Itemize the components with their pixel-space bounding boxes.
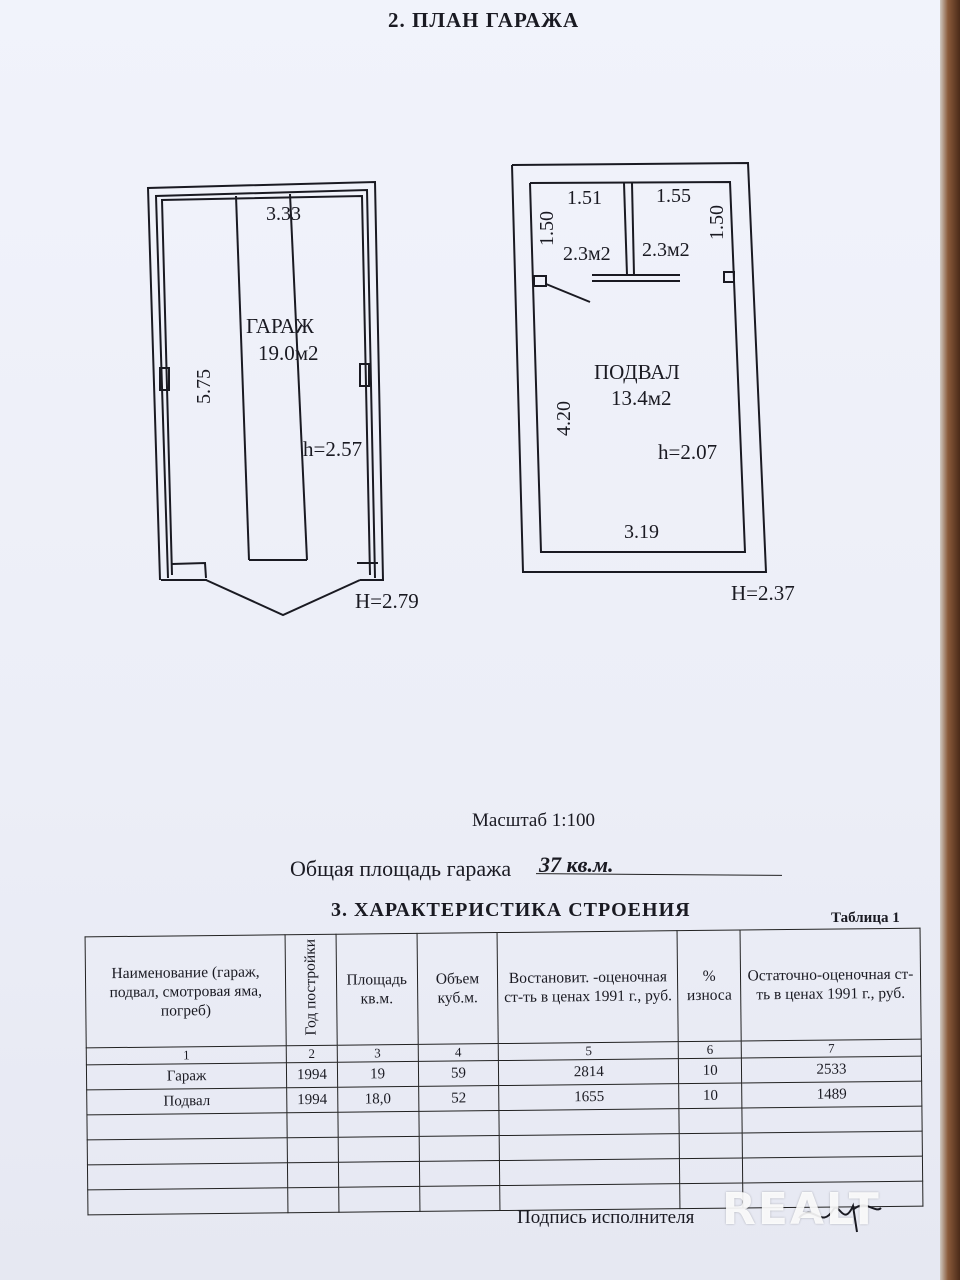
garage-outer-wall (146, 180, 384, 581)
table-cell: Гараж (86, 1062, 287, 1090)
garage-inner-wall-line (154, 188, 376, 579)
basement-cell2-area: 2.3м2 (642, 239, 690, 261)
garage-gate-swing (205, 579, 361, 617)
column-number: 7 (741, 1039, 922, 1059)
plan-labels: 3.33 5.75 ГАРАЖ 19.0м2 h=2.57 H=2.79 1.5… (193, 185, 795, 613)
garage-outer-height: H=2.79 (355, 589, 419, 613)
section-3-title: 3. ХАРАКТЕРИСТИКА СТРОЕНИЯ (331, 899, 691, 921)
basement-outer-wall (511, 161, 768, 573)
column-number: 1 (86, 1045, 287, 1065)
garage-room-name: ГАРАЖ (246, 314, 314, 338)
floor-plan-drawing: 3.33 5.75 ГАРАЖ 19.0м2 h=2.57 H=2.79 1.5… (146, 161, 795, 617)
table-cell: 1994 (286, 1087, 338, 1113)
section-2-title: 2. ПЛАН ГАРАЖА (388, 8, 580, 32)
table-cell: 10 (678, 1058, 742, 1084)
header-residual-value: Остаточно-оценочная ст-ть в ценах 1991 г… (740, 928, 922, 1042)
characteristics-table: Наименование (гараж, подвал, смотровая я… (85, 928, 924, 1216)
basement-cell2-depth: 1.50 (706, 205, 728, 240)
table-cell: 2814 (498, 1058, 679, 1086)
signature-label: Подпись исполнителя (517, 1207, 695, 1228)
header-area: Площадь кв.м. (335, 933, 418, 1046)
page-edge-background (940, 0, 960, 1280)
handwritten-signature (798, 1202, 882, 1233)
header-restoration-value: Востановит. -оценочная ст-ть в ценах 199… (497, 930, 679, 1044)
basement-cell1-depth: 1.50 (536, 211, 558, 246)
basement-door-swing (545, 283, 591, 303)
column-number: 6 (678, 1041, 742, 1059)
table-cell: 10 (678, 1083, 742, 1109)
header-wear: % износа (677, 930, 742, 1042)
basement-width-label: 3.19 (624, 521, 659, 543)
basement-room-name: ПОДВАЛ (594, 360, 680, 384)
basement-partition (623, 182, 628, 276)
header-year: Год постройки (285, 934, 337, 1046)
garage-room-area: 19.0м2 (258, 341, 319, 365)
column-number: 2 (286, 1045, 338, 1063)
column-number: 4 (417, 1043, 499, 1062)
basement-inner-height: h=2.07 (658, 440, 717, 464)
garage-left-vent (159, 367, 170, 391)
table-cell: 1489 (741, 1081, 922, 1109)
garage-width-label: 3.33 (266, 203, 301, 225)
header-name: Наименование (гараж, подвал, смотровая я… (85, 934, 287, 1048)
basement-cell1-width: 1.51 (567, 187, 602, 209)
garage-pit-right-line (289, 193, 308, 561)
column-number: 5 (498, 1041, 679, 1061)
table-cell: 1655 (499, 1083, 680, 1111)
table-cell: Подвал (86, 1087, 288, 1115)
basement-inner-wall (529, 180, 747, 553)
table-cell: 52 (418, 1085, 500, 1112)
basement-cell2-width: 1.55 (656, 185, 691, 207)
garage-length-label: 5.75 (193, 369, 215, 404)
header-volume: Объем куб.м. (416, 932, 499, 1045)
total-area-value: 37 кв.м. (539, 852, 614, 877)
basement-room-area: 13.4м2 (611, 386, 672, 410)
garage-right-vent (359, 363, 370, 387)
table-header-row: Наименование (гараж, подвал, смотровая я… (85, 928, 922, 1048)
table-cell: 18,0 (337, 1086, 419, 1113)
basement-cell1-area: 2.3м2 (563, 243, 611, 265)
garage-left-gate-jamb (171, 561, 207, 579)
total-area-label: Общая площадь гаража (290, 856, 512, 881)
table-cell: 2533 (741, 1056, 922, 1084)
realt-watermark-logo: REALT (722, 1184, 881, 1235)
garage-inner-height: h=2.57 (303, 437, 362, 461)
basement-door-frame (533, 275, 547, 287)
column-number: 3 (336, 1044, 418, 1063)
table-caption: Таблица 1 (831, 910, 900, 926)
table-cell: 1994 (286, 1062, 338, 1088)
table-cell: 19 (337, 1061, 419, 1088)
basement-outer-height: H=2.37 (731, 581, 795, 605)
table-cell: 59 (417, 1060, 500, 1087)
garage-pit-left-line (235, 195, 250, 561)
basement-depth-label: 4.20 (553, 401, 575, 436)
scale-text: Масштаб 1:100 (472, 810, 596, 831)
